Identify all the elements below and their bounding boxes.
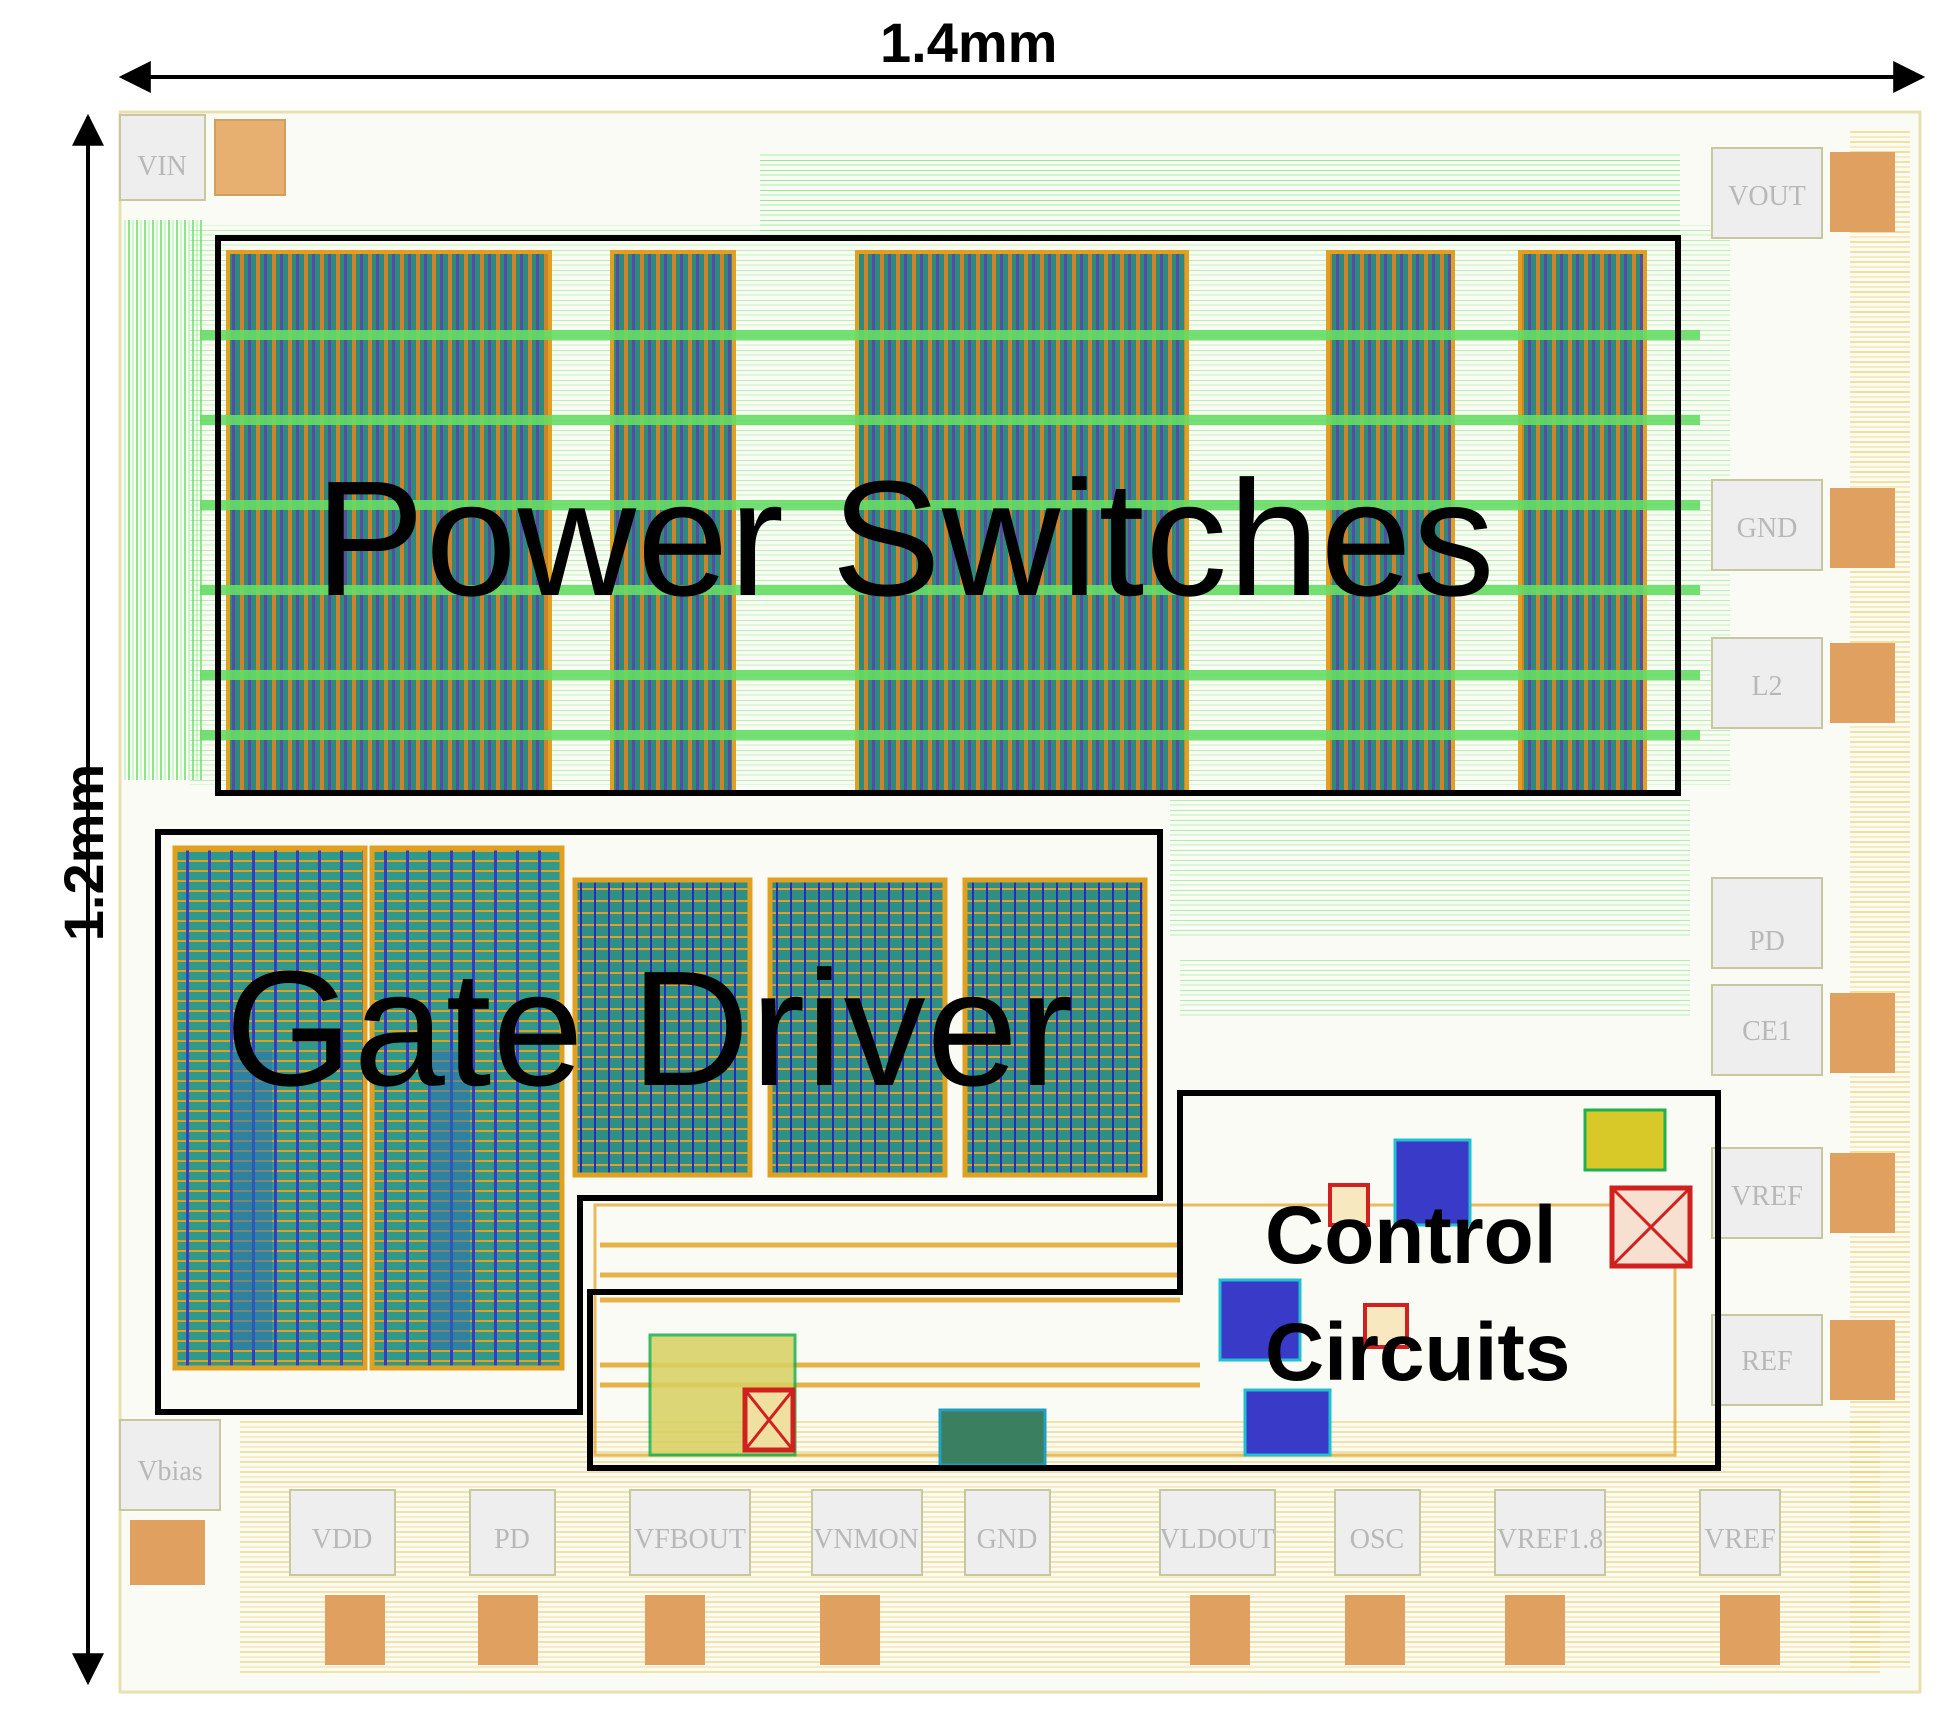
pad-name: VREF1.8 bbox=[1497, 1524, 1604, 1555]
io-pads bbox=[119, 114, 1895, 1665]
green-routing-mid bbox=[1170, 800, 1690, 940]
pad-name: OSC bbox=[1350, 1524, 1404, 1555]
control-circuits-label-line1: Control bbox=[1265, 1190, 1557, 1281]
power-switch-arrays bbox=[200, 250, 1700, 794]
control-circuit-cells bbox=[593, 1108, 1693, 1467]
gate-driver-label: Gate Driver bbox=[225, 937, 1075, 1120]
pad-name: PD bbox=[494, 1524, 530, 1555]
pad-name: GND bbox=[1737, 513, 1798, 544]
pad-name: CE1 bbox=[1742, 1016, 1792, 1047]
pad-name: VIN bbox=[137, 151, 187, 182]
pad-name: GND bbox=[977, 1524, 1038, 1555]
pad-name: VNMON bbox=[813, 1524, 919, 1555]
green-routing-mid2 bbox=[1180, 960, 1690, 1020]
gate-driver-outline bbox=[155, 829, 1163, 1415]
pad-name: VFBOUT bbox=[634, 1524, 746, 1555]
gate-driver-arrays bbox=[172, 845, 1148, 1371]
green-routing-top bbox=[760, 152, 1680, 232]
pad-name: VDD bbox=[312, 1524, 373, 1555]
pad-name: VLDOUT bbox=[1159, 1524, 1274, 1555]
pad-name: PD bbox=[1749, 926, 1785, 957]
pad-name: Vbias bbox=[137, 1456, 202, 1487]
height-label: 1.2mm bbox=[52, 763, 116, 942]
pad-name: VREF bbox=[1704, 1524, 1776, 1555]
control-circuits-outline bbox=[587, 1090, 1721, 1471]
right-ring bbox=[1850, 130, 1910, 1670]
pad-name: REF bbox=[1741, 1346, 1792, 1377]
width-label: 1.4mm bbox=[880, 11, 1058, 74]
power-switches-outline bbox=[215, 235, 1681, 796]
power-switches-label: Power Switches bbox=[315, 447, 1496, 630]
pad-name: VOUT bbox=[1728, 181, 1806, 212]
control-circuits-label-line2: Circuits bbox=[1265, 1307, 1571, 1398]
pad-name: L2 bbox=[1751, 671, 1782, 702]
pad-name: VREF bbox=[1731, 1181, 1803, 1212]
green-routing-left bbox=[122, 220, 202, 780]
